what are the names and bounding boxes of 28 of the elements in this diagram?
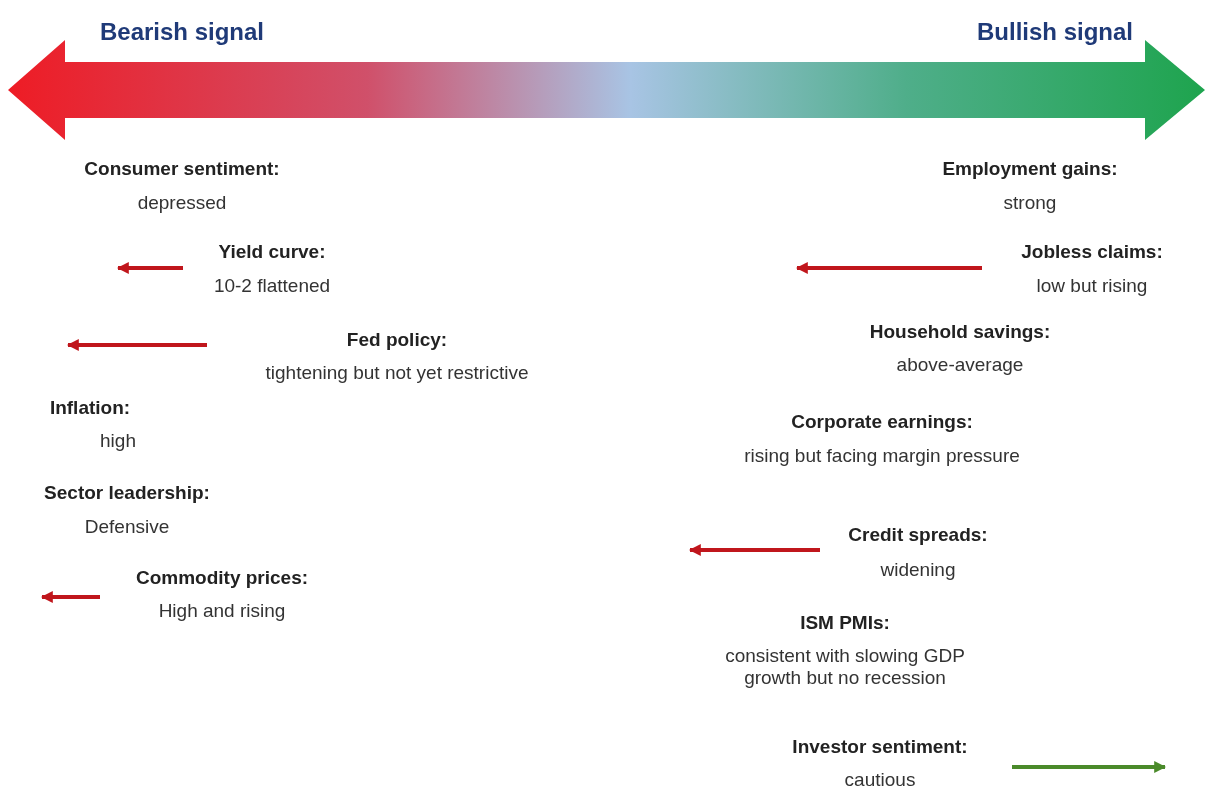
indicator-name: Fed policy: [346,329,448,351]
indicator-name: Corporate earnings: [791,411,973,433]
indicator-status: Defensive [84,516,170,538]
indicator-name: Yield curve: [218,241,326,263]
indicator-status: tightening but not yet restrictive [265,362,529,384]
indicator-name: Credit spreads: [848,524,988,546]
indicator-status: High and rising [158,600,286,622]
indicator-status: strong [1003,192,1057,214]
indicator-status: depressed [137,192,227,214]
indicator-name: Investor sentiment: [792,736,968,758]
indicator-name: Commodity prices: [135,567,309,589]
indicator-status: rising but facing margin pressure [744,445,1020,467]
indicator-status: cautious [844,769,916,791]
indicator-status: 10-2 flattened [213,275,331,297]
indicator-name: Sector leadership: [44,482,210,504]
indicator-name: Household savings: [869,321,1051,343]
indicator-status: low but rising [1036,275,1148,297]
indicator-status: widening [880,559,956,581]
indicator-name: ISM PMIs: [800,612,890,634]
signal-title: Bearish signal [99,18,265,46]
indicator-name: Consumer sentiment: [84,158,280,180]
indicator-name: Employment gains: [942,158,1118,180]
signal-title: Bullish signal [977,18,1133,46]
indicator-status: consistent with slowing GDP growth but no recession [724,645,966,689]
indicator-name: Jobless claims: [1021,241,1163,263]
indicator-status: above-average [896,354,1024,376]
indicator-name: Inflation: [49,397,131,419]
indicator-status: high [100,430,136,452]
